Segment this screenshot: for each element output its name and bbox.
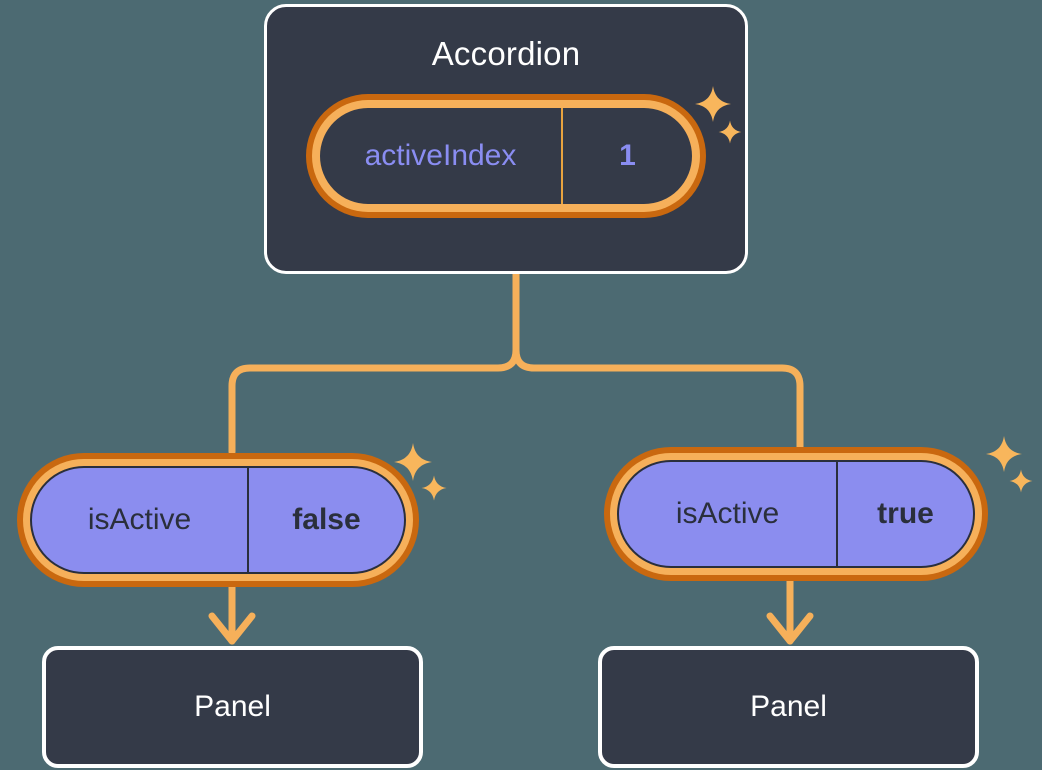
prop-badge-is-active-false[interactable]: isActive false — [17, 453, 419, 587]
panel-title: Panel — [750, 690, 827, 723]
state-badge-active-index[interactable]: activeIndex 1 — [306, 94, 706, 218]
state-key-label: activeIndex — [320, 108, 563, 204]
panel-component-card-right[interactable]: Panel — [598, 646, 979, 768]
panel-title: Panel — [194, 690, 271, 723]
sparkle-four-point-small-icon — [1008, 468, 1034, 494]
arrow-down-icon-right — [766, 577, 814, 645]
badge-ring-inner: isActive false — [23, 459, 413, 581]
prop-value-label: true — [877, 497, 934, 530]
prop-key-label: isActive — [619, 462, 838, 566]
page-title: Accordion — [431, 35, 581, 72]
sparkle-four-point-large-icon — [984, 434, 1024, 474]
panel-component-card-left[interactable]: Panel — [42, 646, 423, 768]
badge-ring-inner: activeIndex 1 — [312, 100, 700, 212]
prop-key-label: isActive — [32, 468, 249, 572]
badge-body: isActive false — [30, 466, 406, 574]
state-value-label: 1 — [619, 139, 636, 172]
badge-body: activeIndex 1 — [319, 107, 693, 205]
prop-badge-is-active-true[interactable]: isActive true — [604, 447, 988, 581]
arrow-down-icon-left — [208, 582, 256, 645]
prop-value-label: false — [292, 503, 361, 536]
badge-ring-inner: isActive true — [610, 453, 982, 575]
badge-body: isActive true — [617, 460, 975, 568]
sparkle-four-point-small-icon — [420, 474, 448, 502]
